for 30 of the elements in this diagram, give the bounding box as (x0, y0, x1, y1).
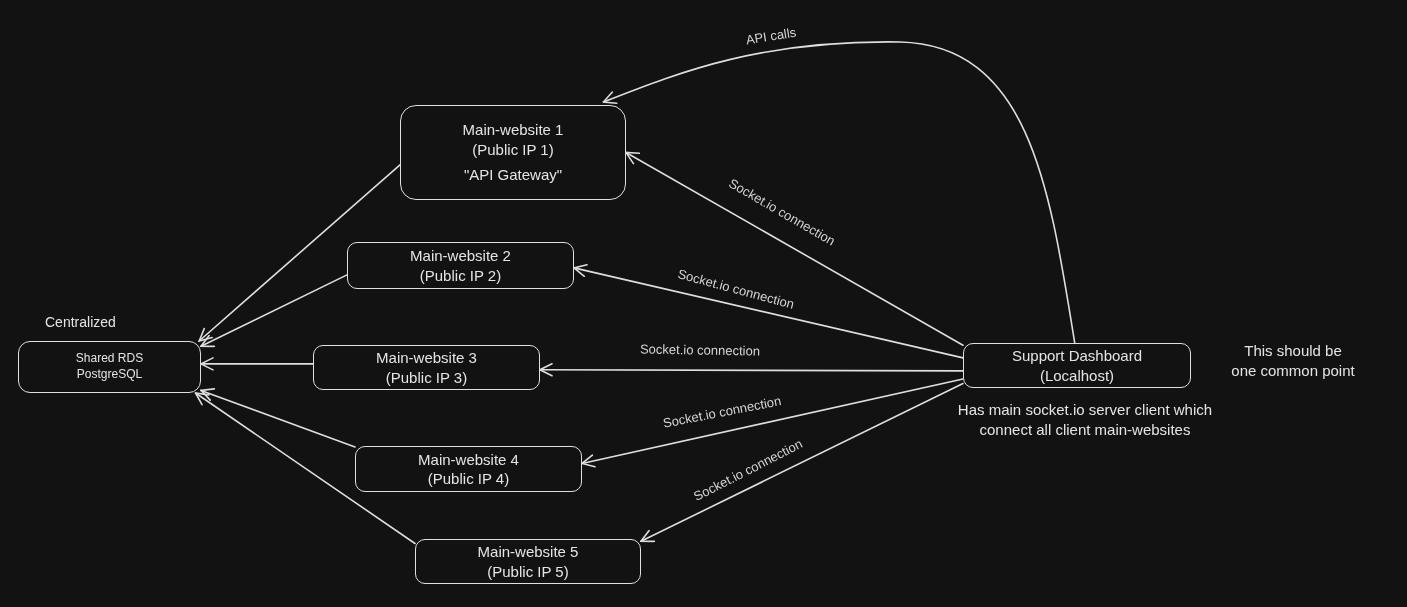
node-text: Main-website 4 (Public IP 4) (417, 449, 520, 489)
edge-label: API calls (743, 25, 799, 47)
dashboard-box (963, 343, 1191, 388)
website-box (313, 345, 540, 390)
website-box (355, 446, 582, 492)
node-text: Main-website 5 (Public IP 5) (476, 542, 580, 581)
arrow (602, 41, 1076, 344)
node-text: Shared RDS PostgreSQL (74, 351, 145, 383)
node-text: Main-website 1 (Public IP 1) (461, 120, 565, 160)
edge-label: Socket.io connection (637, 342, 763, 358)
website-box (415, 539, 641, 584)
arrow (194, 392, 416, 545)
arrow (640, 382, 964, 543)
node-text: "API Gateway" (463, 165, 563, 185)
node-heading: Centralized (45, 315, 116, 329)
note-text: Has main socket.io server client which connect all client main-websites (956, 400, 1214, 441)
website-box (347, 242, 574, 289)
node-text: Support Dashboard (Localhost) (1010, 346, 1144, 385)
arrow (200, 274, 348, 348)
node-text: Main-website 2 (Public IP 2) (409, 246, 512, 285)
arrow (200, 388, 356, 448)
arrow (200, 357, 314, 371)
arrow (573, 263, 964, 359)
arrow (198, 164, 401, 342)
arrow (625, 151, 964, 347)
arrow (581, 378, 964, 468)
note-text: This should be one common point (1231, 341, 1355, 382)
website-box (400, 105, 626, 200)
node-text: Main-website 3 (Public IP 3) (375, 348, 478, 387)
arrow (539, 363, 964, 377)
